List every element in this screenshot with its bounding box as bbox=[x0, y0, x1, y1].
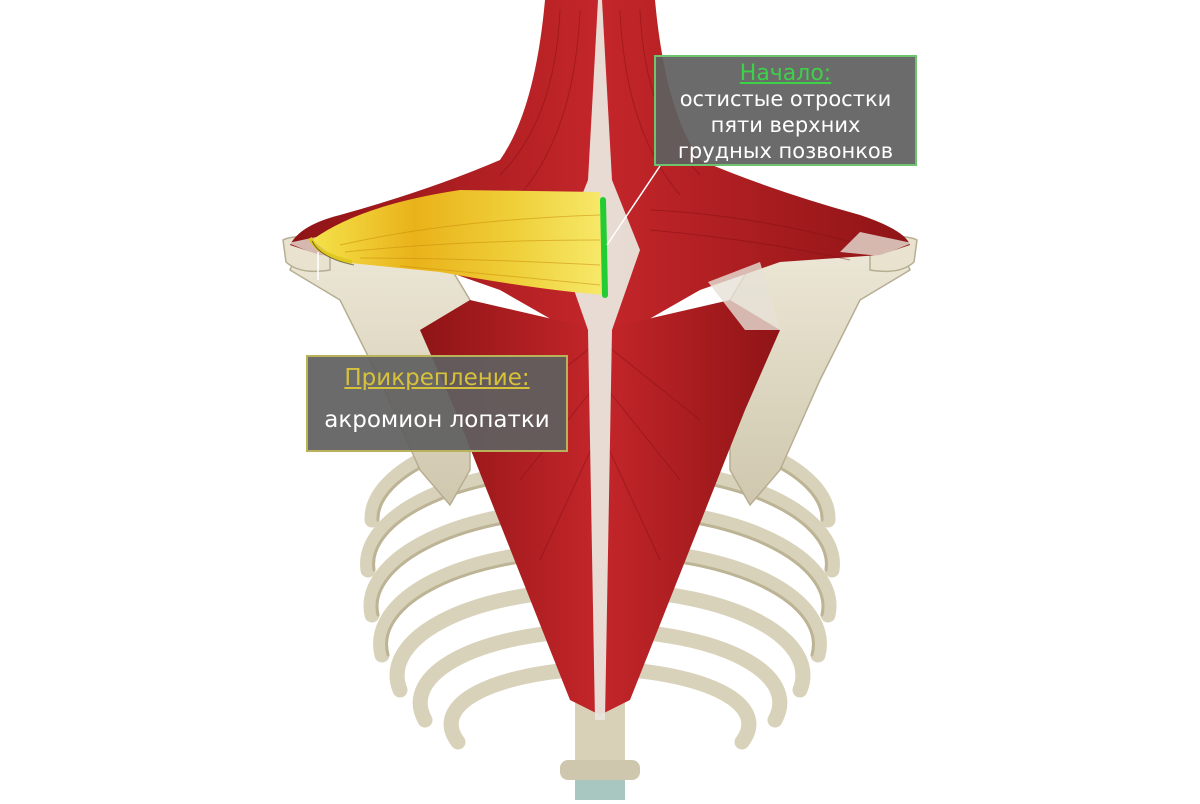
insertion-marker bbox=[308, 237, 353, 264]
origin-line-3: грудных позвонков bbox=[677, 139, 894, 163]
highlighted-muscle-part bbox=[312, 190, 604, 295]
origin-marker bbox=[600, 197, 608, 298]
origin-label-box: Начало: остистые отростки пяти верхних г… bbox=[654, 55, 917, 166]
insertion-body: акромион лопатки bbox=[324, 407, 550, 433]
origin-leader-line bbox=[606, 165, 661, 246]
origin-line-2: пяти верхних bbox=[710, 113, 861, 137]
origin-title: Начало: bbox=[739, 61, 832, 86]
insertion-label-box: Прикрепление: акромион лопатки bbox=[306, 355, 568, 452]
origin-line-1: остистые отростки bbox=[679, 87, 892, 111]
insertion-title: Прикрепление: bbox=[344, 365, 530, 391]
